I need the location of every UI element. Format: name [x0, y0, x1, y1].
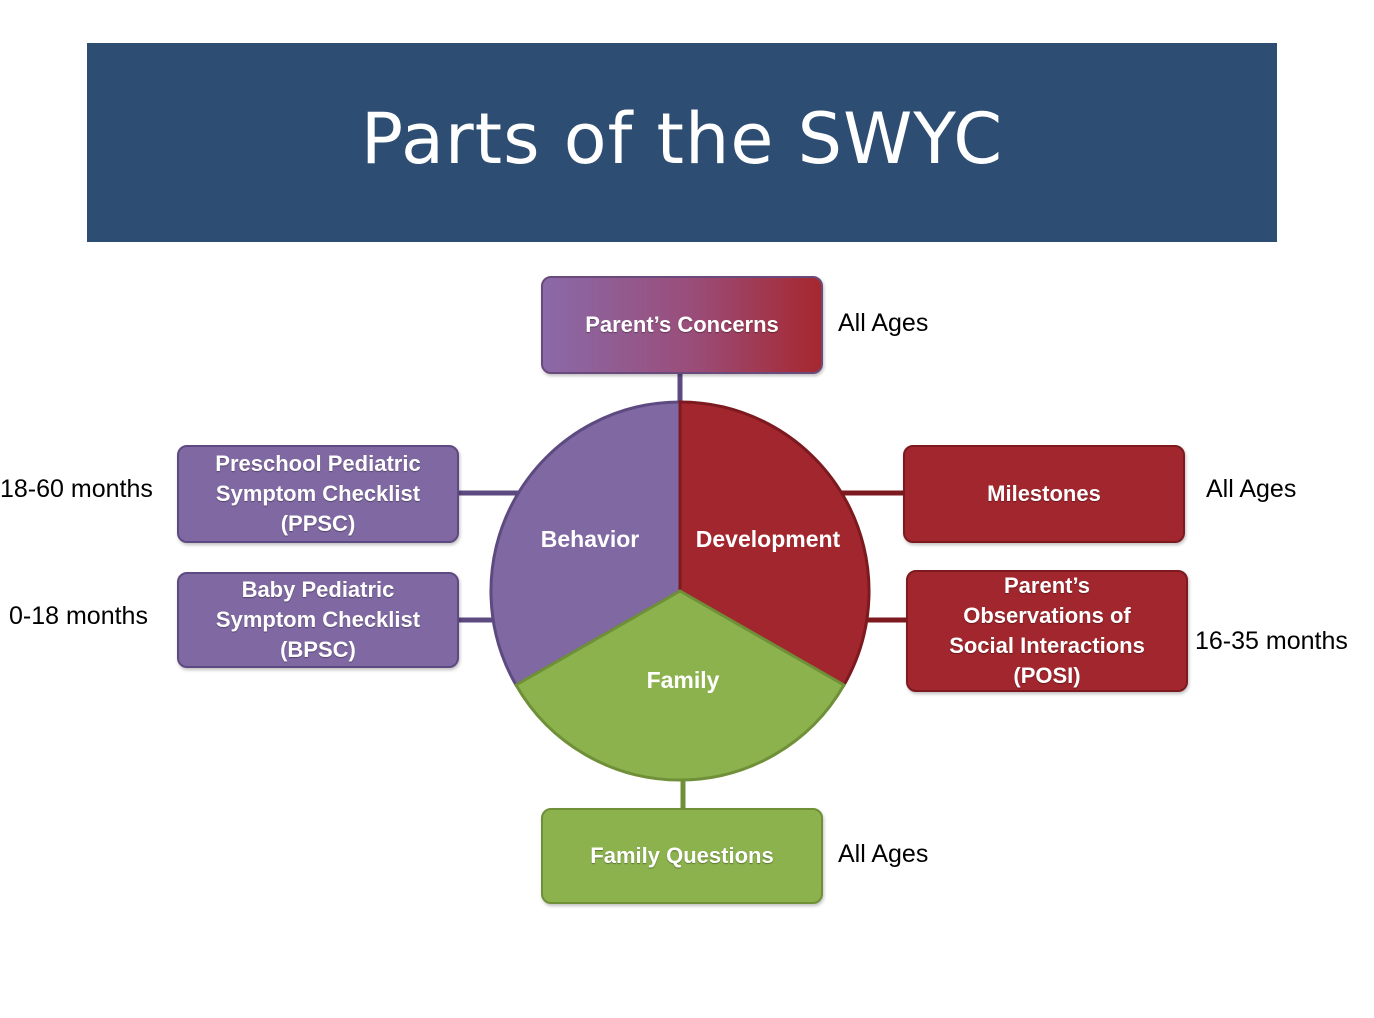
milestones-label: Milestones [987, 481, 1101, 506]
ppsc-line-1: Preschool Pediatric [215, 451, 421, 476]
posi-line-2: Observations of [963, 603, 1131, 628]
bpsc-box: Baby Pediatric Symptom Checklist (BPSC) [177, 572, 459, 668]
family-questions-label: Family Questions [590, 843, 774, 868]
segment-family [513, 589, 847, 782]
posi-box: Parent’s Observations of Social Interact… [906, 570, 1188, 692]
segment-development [678, 400, 871, 688]
bpsc-age-note: 0-18 months [9, 602, 148, 630]
bpsc-line-1: Baby Pediatric [241, 577, 395, 602]
posi-line-1: Parent’s [1003, 573, 1090, 598]
milestones-age-note: All Ages [1206, 475, 1297, 503]
title-banner: Parts of the SWYC [87, 43, 1277, 242]
segment-label-behavior: Behavior [541, 526, 639, 552]
page-title: Parts of the SWYC [360, 97, 1004, 180]
ppsc-line-2: Symptom Checklist [215, 481, 421, 506]
parents-concerns-label: Parent’s Concerns [585, 312, 779, 337]
parents-concerns-box: Parent’s Concerns [541, 276, 823, 374]
family-questions-box: Family Questions [541, 808, 823, 904]
segment-behavior [489, 400, 682, 688]
posi-line-3: Social Interactions [949, 633, 1145, 658]
segment-label-development: Development [696, 526, 841, 552]
family-questions-age-note: All Ages [838, 840, 929, 868]
segment-label-family: Family [647, 667, 720, 693]
ppsc-box: Preschool Pediatric Symptom Checklist (P… [177, 445, 459, 543]
parents-concerns-age-note: All Ages [838, 309, 929, 337]
bpsc-line-2: Symptom Checklist [215, 607, 421, 632]
ppsc-line-3: (PPSC) [280, 511, 356, 536]
posi-line-4: (POSI) [1013, 663, 1081, 688]
milestones-box: Milestones [903, 445, 1185, 543]
posi-age-note: 16-35 months [1195, 627, 1348, 655]
ppsc-age-note: 18-60 months [0, 475, 153, 503]
bpsc-line-3: (BPSC) [280, 637, 356, 662]
